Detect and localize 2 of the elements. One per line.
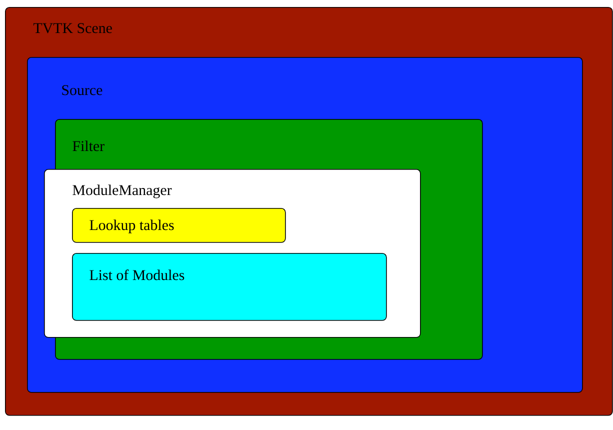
module-list-box: List of Modules: [72, 253, 387, 321]
lookup-tables-box: Lookup tables: [72, 208, 286, 243]
